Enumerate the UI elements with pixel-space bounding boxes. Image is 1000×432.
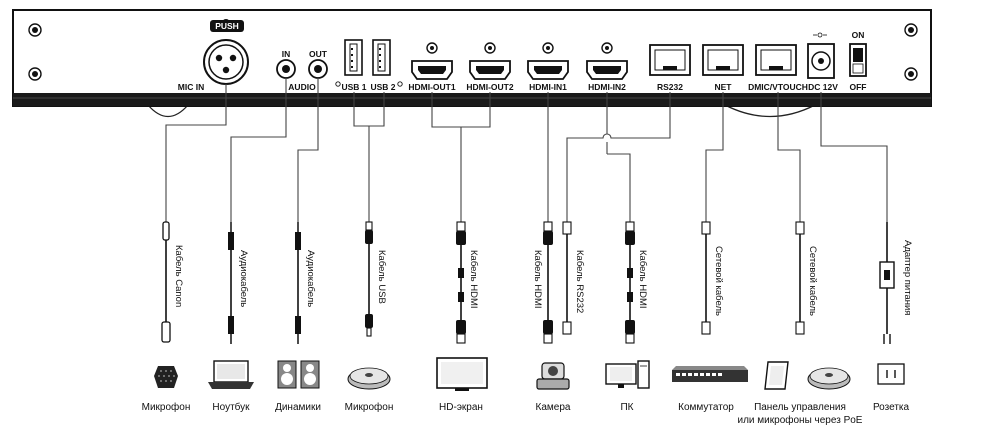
power-outlet-icon — [877, 363, 905, 385]
screw-bottom-right-icon — [904, 67, 918, 81]
usb1-label: USB 1 — [341, 82, 366, 92]
switch-label: Коммутатор — [678, 402, 734, 413]
screw-top-left-icon — [28, 23, 42, 37]
pc-icon — [605, 360, 650, 389]
net-cable-2-label: Сетевой кабель — [807, 246, 818, 316]
usb-led-2-icon — [397, 81, 403, 87]
audio-in-jack-icon — [276, 59, 296, 79]
hdmi-in2-label: HDMI-IN2 — [588, 82, 626, 92]
hdmi-in1-screw-icon — [542, 42, 554, 54]
audio-out-label: OUT — [309, 49, 328, 59]
connection-wires — [165, 78, 888, 222]
usb-cable-label: Кабель USB — [376, 250, 387, 304]
outlet-label: Розетка — [873, 402, 910, 413]
usb2-port-icon — [372, 39, 391, 76]
dc-12v-label: DC 12V — [808, 82, 838, 92]
hdmi-in2-screw-icon — [601, 42, 613, 54]
hdmi-cable-3-icon — [625, 221, 635, 344]
hdmi-in2-port-icon — [586, 60, 628, 80]
hdmi-in1-label: HDMI-IN1 — [529, 82, 567, 92]
net-label: NET — [715, 82, 733, 92]
usb2-label: USB 2 — [370, 82, 395, 92]
hdmi-out2-label: HDMI-OUT2 — [466, 82, 513, 92]
camera-icon — [536, 362, 570, 390]
hd-screen-label: HD-экран — [439, 402, 483, 413]
usb-cable-icon — [365, 221, 373, 337]
dc-polarity-icon — [813, 32, 827, 38]
net-cable-1-icon — [701, 221, 711, 335]
off-label: OFF — [850, 82, 867, 92]
speakers-icon — [277, 360, 320, 389]
xlr-port-icon — [203, 20, 249, 85]
hdmi-in1-port-icon — [527, 60, 569, 80]
camera-label: Камера — [536, 402, 571, 413]
hdmi-out2-screw-icon — [484, 42, 496, 54]
hdmi-cable-2-label: Кабель HDMI — [532, 250, 543, 309]
canon-cable-label: Кабель Canon — [173, 245, 184, 307]
net-port-icon — [702, 44, 744, 76]
audio-cable-2-icon — [295, 222, 301, 344]
hdmi-out1-screw-icon — [426, 42, 438, 54]
usb-led-1-icon — [335, 81, 341, 87]
network-switch-icon — [672, 366, 748, 382]
hdmi-cable-1-icon — [456, 221, 466, 344]
hdmi-cable-1-label: Кабель HDMI — [468, 250, 479, 309]
usb1-port-icon — [344, 39, 363, 76]
net-cable-2-icon — [795, 221, 805, 335]
rs232-cable-icon — [562, 221, 572, 335]
hdmi-out1-label: HDMI-OUT1 — [408, 82, 455, 92]
audio-label: AUDIO — [288, 82, 316, 92]
net-cable-1-label: Сетевой кабель — [713, 246, 724, 316]
microphone-1-label: Микрофон — [142, 401, 191, 413]
dc-12v-port-icon — [807, 43, 835, 79]
power-adapter-label: Адаптер питания — [902, 240, 913, 315]
audio-cable-1-icon — [228, 222, 234, 344]
dmic-port-icon — [755, 44, 797, 76]
rs232-port-icon — [649, 44, 691, 76]
dmic-label: DMIC/VTOUCH — [748, 82, 808, 92]
control-panel-label-line2: или микрофоны через PoE — [738, 414, 863, 426]
microphone-1-icon — [154, 366, 178, 388]
audio-out-jack-icon — [308, 59, 328, 79]
push-label: PUSH — [215, 21, 239, 31]
hd-screen-icon — [436, 357, 488, 391]
laptop-label: Ноутбук — [212, 401, 250, 413]
hdmi-cable-3-label: Кабель HDMI — [637, 250, 648, 309]
on-label: ON — [852, 30, 865, 40]
pc-label: ПК — [620, 402, 633, 413]
power-switch-icon — [849, 43, 867, 77]
laptop-icon — [208, 360, 254, 389]
audio-in-label: IN — [282, 49, 291, 59]
power-adapter-cable-icon — [879, 222, 895, 344]
hdmi-out2-port-icon — [469, 60, 511, 80]
mic-in-label: MIC IN — [178, 82, 204, 92]
audio-cable-1-label: Аудиокабель — [238, 250, 249, 307]
control-panel-label-line1: Панель управления — [754, 402, 846, 413]
screw-bottom-left-icon — [28, 67, 42, 81]
canon-cable-icon — [161, 221, 171, 343]
screw-top-right-icon — [904, 23, 918, 37]
poe-microphone-icon — [807, 367, 851, 390]
hdmi-cable-2-icon — [543, 221, 553, 344]
hdmi-out1-port-icon — [411, 60, 453, 80]
control-panel-icon — [764, 361, 789, 390]
speakers-label: Динамики — [275, 402, 321, 413]
microphone-2-icon — [347, 367, 391, 390]
microphone-2-label: Микрофон — [345, 401, 394, 413]
rs232-cable-label: Кабель RS232 — [574, 250, 585, 313]
rs232-label: RS232 — [657, 82, 683, 92]
audio-cable-2-label: Аудиокабель — [305, 250, 316, 307]
